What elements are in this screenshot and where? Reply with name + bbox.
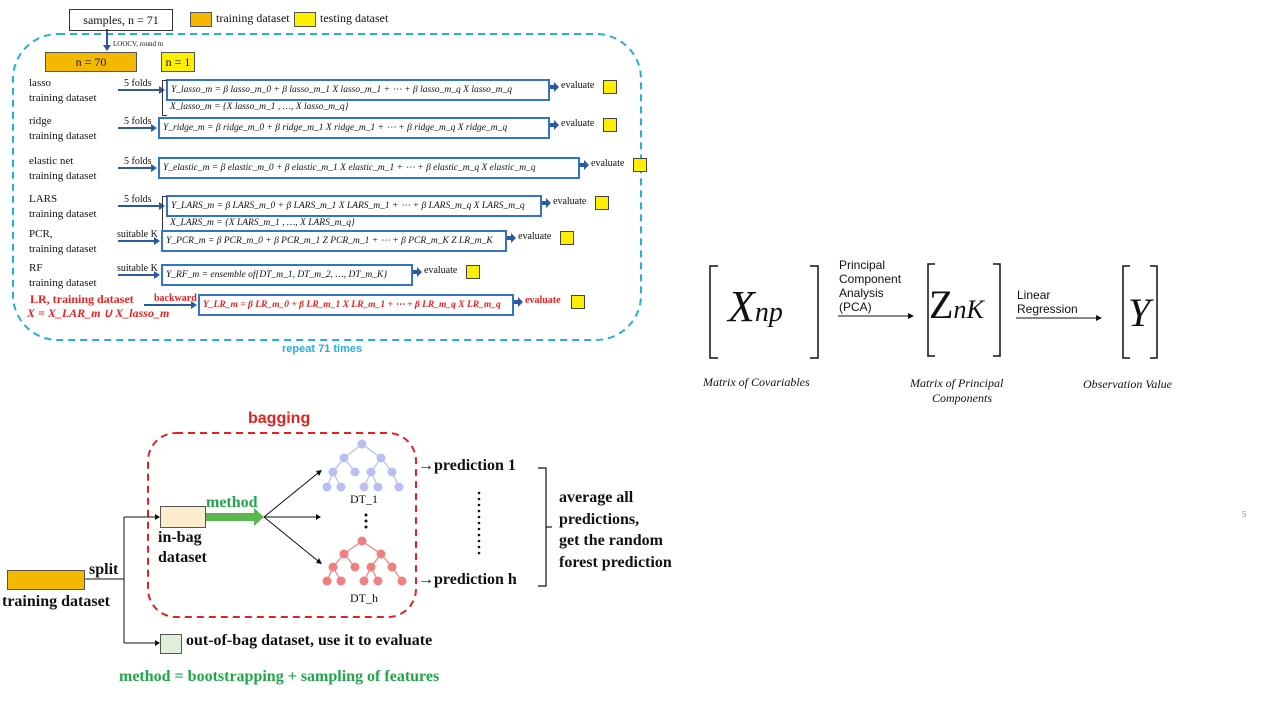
method-label: method bbox=[206, 494, 258, 511]
row-equation: Y_PCR_m = β PCR_m_0 + β PCR_m_1 Z PCR_m_… bbox=[161, 230, 507, 252]
row-label-1: ridge bbox=[29, 115, 52, 127]
dth-tree-nodes bbox=[322, 536, 407, 586]
row-method: 5 folds bbox=[124, 116, 152, 127]
row-equation: Y_RF_m = ensemble of{DT_m_1, DT_m_2, …, … bbox=[161, 264, 413, 286]
training-dataset-box bbox=[7, 570, 85, 590]
row-test-box bbox=[603, 118, 617, 132]
caption-covariables: Matrix of Covariables bbox=[703, 375, 810, 389]
row-test-box bbox=[466, 265, 480, 279]
z-subscript: nK bbox=[953, 295, 984, 324]
bagging-title: bagging bbox=[248, 410, 311, 427]
row-label-2: training dataset bbox=[29, 277, 97, 289]
row-method: 5 folds bbox=[124, 194, 152, 205]
caption-principal-2: Components bbox=[932, 391, 992, 405]
row-test-box bbox=[560, 231, 574, 245]
inbag-label-1: in-bag bbox=[158, 529, 202, 546]
row-evaluate-label: evaluate bbox=[591, 158, 625, 169]
row-evaluate-label: evaluate bbox=[561, 118, 595, 129]
loocv-note: LOOCV, round m bbox=[113, 40, 164, 48]
legend-train-label: training dataset bbox=[216, 11, 290, 25]
row-label-1: lasso bbox=[29, 77, 51, 89]
method-definition: method = bootstrapping + sampling of fea… bbox=[119, 668, 440, 685]
row-label-1: elastic net bbox=[29, 155, 74, 167]
row-evaluate-label: evaluate bbox=[525, 295, 561, 306]
row-test-box bbox=[571, 295, 585, 309]
training-dataset-label: training dataset bbox=[2, 593, 110, 610]
row-test-box bbox=[603, 80, 617, 94]
average-line-2: predictions, bbox=[559, 510, 640, 528]
n-train-box: n = 70 bbox=[45, 52, 137, 72]
row-label-1: LARS bbox=[29, 193, 58, 205]
oob-box bbox=[160, 634, 182, 654]
n-test-box: n = 1 bbox=[161, 52, 195, 72]
row-method: 5 folds bbox=[124, 78, 152, 89]
y-matrix-symbol: Y bbox=[1128, 290, 1151, 335]
split-label: split bbox=[89, 561, 119, 578]
legend-train-swatch bbox=[190, 12, 212, 27]
row-label-2: X = X_LAR_m ∪ X_lasso_m bbox=[27, 306, 170, 320]
row-method: backward bbox=[154, 293, 197, 304]
row-sub-equation: X_LARS_m = {X LARS_m_1 , …, X LARS_m_q} bbox=[170, 218, 355, 228]
inbag-label-2: dataset bbox=[158, 549, 207, 566]
z-matrix-symbol: ZnK bbox=[929, 280, 984, 335]
inbag-box bbox=[160, 506, 206, 528]
row-evaluate-label: evaluate bbox=[561, 80, 595, 91]
page-number: 5 bbox=[1242, 510, 1247, 519]
row-label-1: PCR, bbox=[29, 228, 53, 240]
row-brace bbox=[162, 80, 167, 116]
legend-test-label: testing dataset bbox=[320, 11, 389, 25]
x-matrix-symbol: Xnp bbox=[728, 282, 783, 338]
x-symbol: X bbox=[728, 282, 755, 331]
row-label-2: training dataset bbox=[29, 208, 97, 220]
repeat-label: repeat 71 times bbox=[282, 343, 363, 355]
average-line-1: average all bbox=[559, 489, 634, 506]
loocv-dashed-border bbox=[12, 33, 642, 341]
pca-arrow-label: Principal Component Analysis (PCA) bbox=[839, 258, 902, 314]
row-test-box bbox=[633, 158, 647, 172]
row-equation: Y_LR_m = β LR_m_0 + β LR_m_1 X LR_m_1 + … bbox=[198, 294, 514, 316]
caption-observation: Observation Value bbox=[1083, 377, 1172, 391]
row-sub-equation: X_lasso_m = {X lasso_m_1 , …, X lasso_m_… bbox=[170, 102, 349, 112]
row-test-box bbox=[595, 196, 609, 210]
row-label-1: LR, training dataset bbox=[30, 292, 134, 306]
row-equation: Y_lasso_m = β lasso_m_0 + β lasso_m_1 X … bbox=[166, 79, 550, 101]
row-method: suitable K bbox=[117, 263, 158, 274]
row-label-2: training dataset bbox=[29, 243, 97, 255]
legend-test-swatch bbox=[294, 12, 316, 27]
average-line-3: get the random bbox=[559, 532, 663, 549]
row-method: suitable K bbox=[117, 229, 158, 240]
row-label-2: training dataset bbox=[29, 130, 97, 142]
row-evaluate-label: evaluate bbox=[518, 231, 552, 242]
row-equation: Y_elastic_m = β elastic_m_0 + β elastic_… bbox=[158, 157, 580, 179]
z-symbol: Z bbox=[929, 282, 954, 327]
prediction-1: →prediction 1 bbox=[418, 457, 516, 474]
row-equation: Y_ridge_m = β ridge_m_0 + β ridge_m_1 X … bbox=[158, 117, 550, 139]
dt1-label: DT_1 bbox=[350, 492, 378, 506]
row-label-2: training dataset bbox=[29, 170, 97, 182]
average-line-4: forest prediction bbox=[559, 553, 672, 571]
caption-principal-1: Matrix of Principal bbox=[910, 376, 1004, 390]
oob-label: out-of-bag dataset, use it to evaluate bbox=[186, 632, 433, 649]
row-equation: Y_LARS_m = β LARS_m_0 + β LARS_m_1 X LAR… bbox=[166, 195, 542, 217]
dt1-tree-nodes bbox=[322, 439, 404, 492]
row-evaluate-label: evaluate bbox=[553, 196, 587, 207]
row-label-1: RF bbox=[29, 262, 43, 274]
samples-box: samples, n = 71 bbox=[69, 9, 173, 31]
x-subscript: np bbox=[754, 297, 783, 328]
row-method: 5 folds bbox=[124, 156, 152, 167]
bagging-dashed-border bbox=[147, 432, 417, 618]
dth-label: DT_h bbox=[350, 591, 378, 605]
lr-arrow-label: Linear Regression bbox=[1017, 288, 1078, 316]
row-evaluate-label: evaluate bbox=[424, 265, 458, 276]
row-label-2: training dataset bbox=[29, 92, 97, 104]
prediction-h: →prediction h bbox=[418, 571, 517, 588]
average-text: average all predictions, get the random … bbox=[559, 487, 672, 573]
